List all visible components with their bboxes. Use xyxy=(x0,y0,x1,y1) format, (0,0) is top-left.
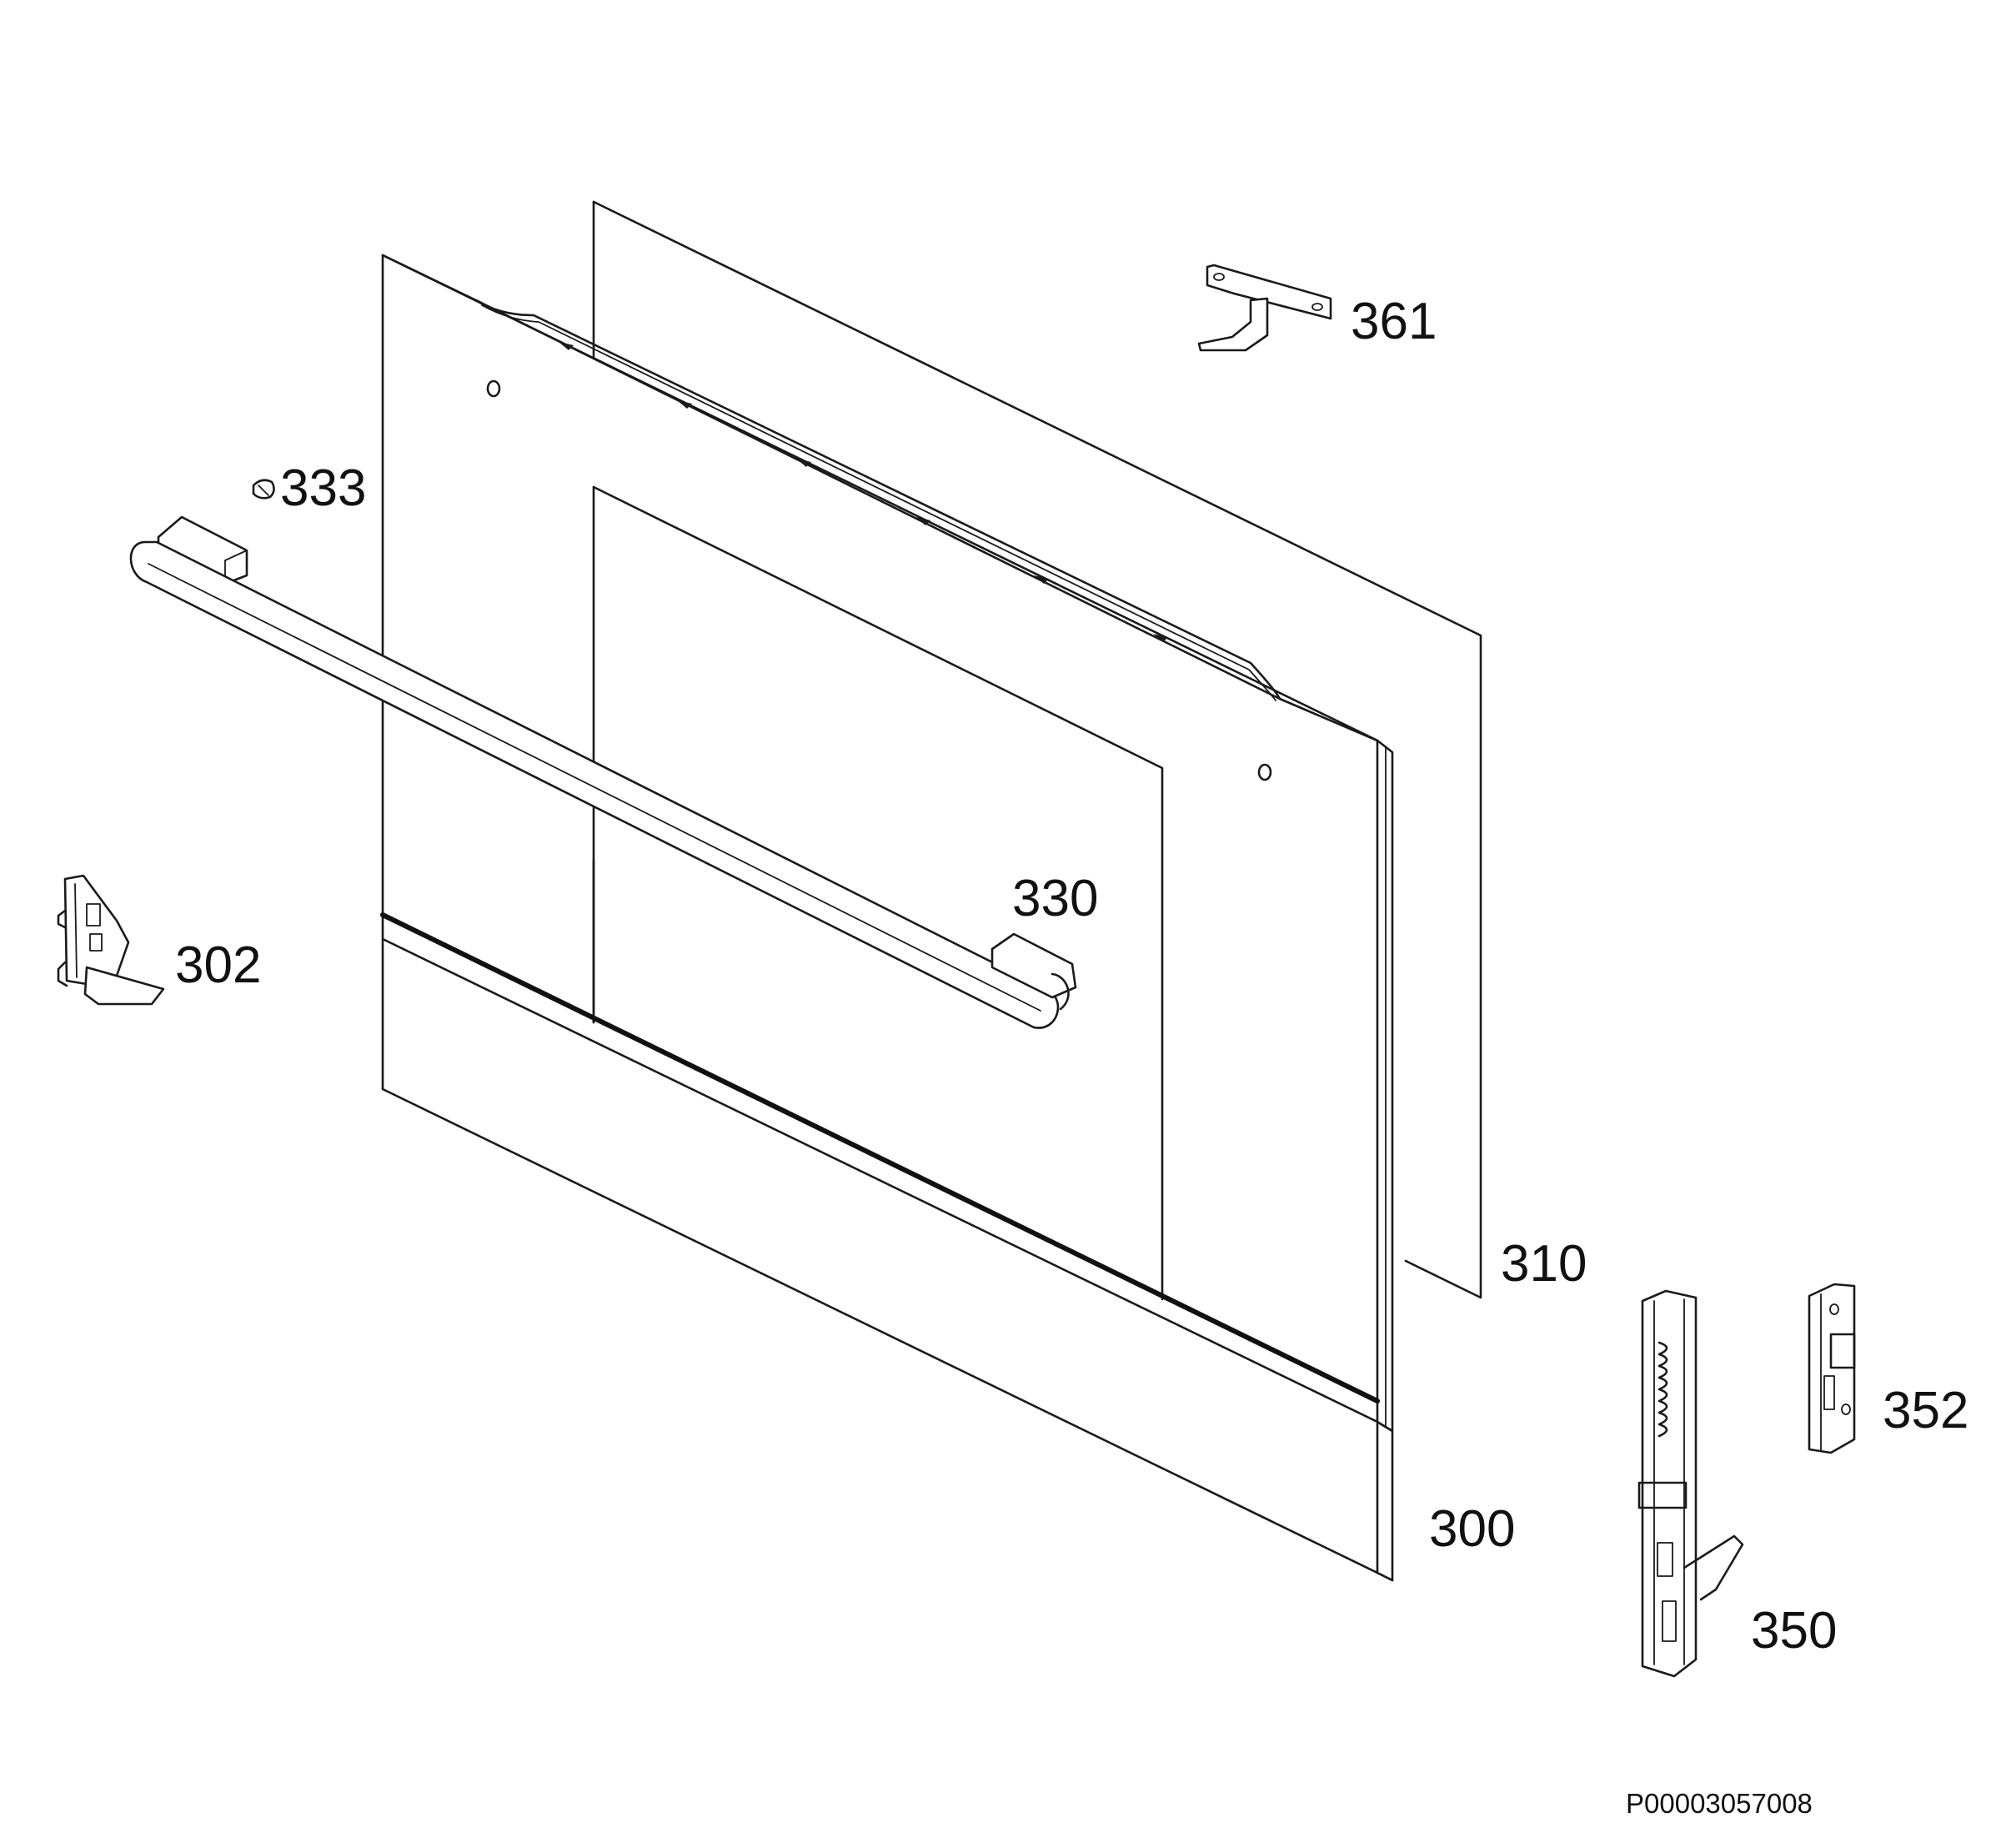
callout-300: 300 xyxy=(1429,1500,1515,1558)
screw-333[interactable] xyxy=(252,479,275,500)
callout-352: 352 xyxy=(1883,1382,1968,1439)
door-handle-330[interactable] xyxy=(129,515,1077,1029)
screw-hole-left xyxy=(486,379,501,398)
callout-302: 302 xyxy=(175,937,261,994)
door-panel-300[interactable] xyxy=(380,254,1394,1582)
callout-350: 350 xyxy=(1751,1602,1837,1660)
callout-310: 310 xyxy=(1501,1235,1587,1293)
callout-333: 333 xyxy=(280,459,366,517)
top-vent-slots xyxy=(559,342,1168,642)
callout-361: 361 xyxy=(1351,293,1437,350)
hinge-bracket-361[interactable] xyxy=(1197,264,1332,352)
drawing-id: P00003057008 xyxy=(1626,1788,1813,1819)
callout-330: 330 xyxy=(1012,870,1098,927)
screw-hole-right xyxy=(1257,763,1272,781)
hinge-receiver-352[interactable] xyxy=(1808,1283,1856,1454)
hinge-assembly-350[interactable] xyxy=(1637,1289,1744,1678)
latch-catch-302[interactable] xyxy=(57,874,165,1006)
